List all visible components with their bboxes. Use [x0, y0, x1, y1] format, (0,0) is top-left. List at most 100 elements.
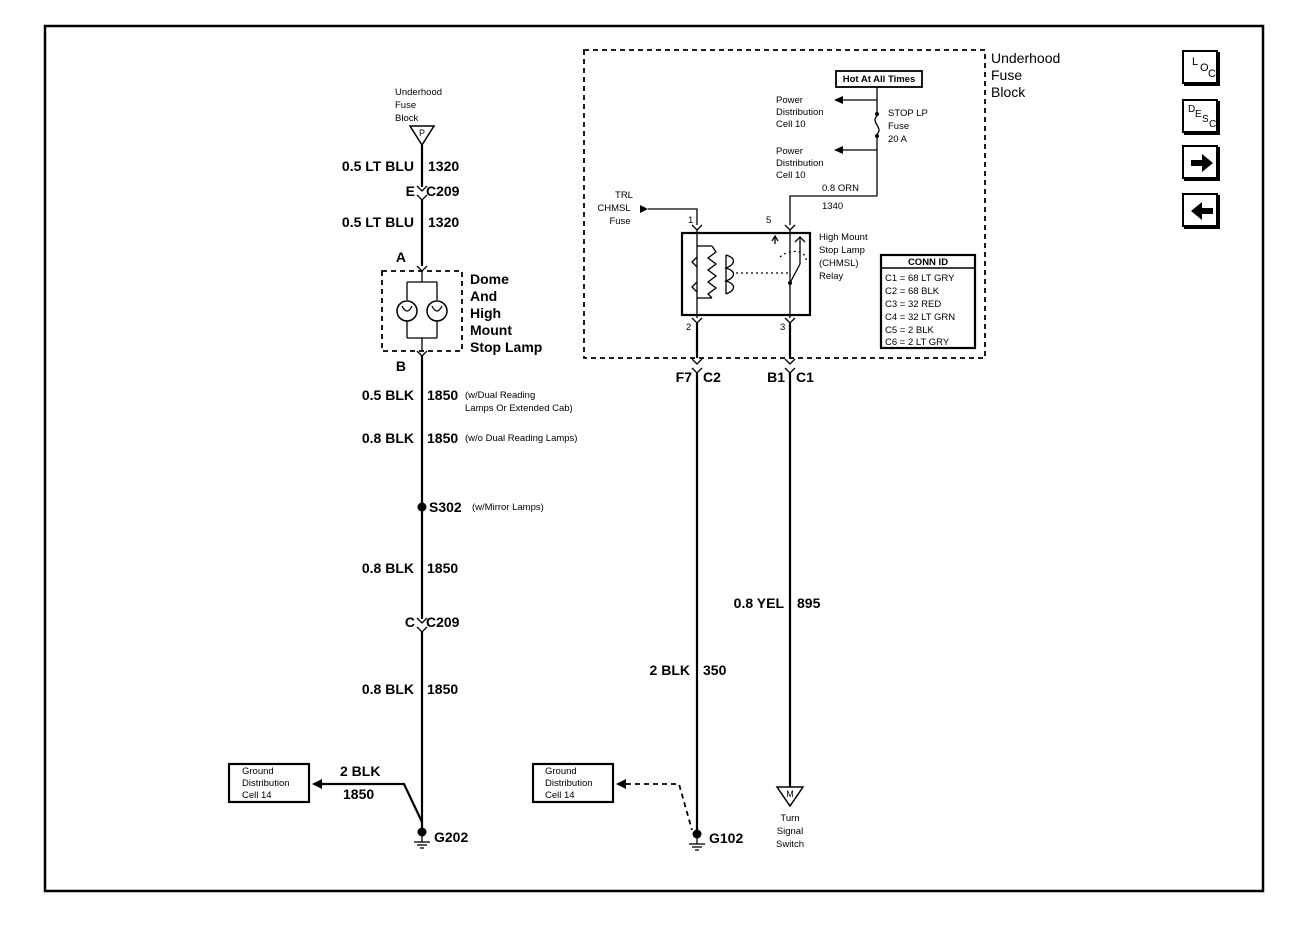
fuse-terminal-top [875, 112, 879, 116]
relay-label-line2: Stop Lamp [819, 245, 865, 256]
bulb-filament-right [431, 305, 443, 312]
ground-label-g102: G102 [709, 830, 743, 846]
diagram-frame [43, 24, 1265, 893]
trl-label-line1: TRL [615, 190, 633, 201]
circuit-number-3: 1850 [427, 387, 458, 403]
fuse-label-line3: 20 A [888, 134, 908, 145]
ground-distribution-box-middle [531, 762, 615, 804]
conn-id-row-6: C6 = 2 LT GRY [885, 337, 950, 348]
fuse-terminal-bottom [875, 134, 879, 138]
relay-wire-circuit: 1340 [822, 201, 843, 212]
conn-id-row-4: C4 = 32 LT GRN [885, 312, 955, 323]
bulb-filament-left [401, 305, 413, 312]
wire-color-1: 0.5 LT BLU [342, 158, 414, 174]
connector-c209-bottom-female [416, 617, 428, 624]
fuse-pin-triangle [408, 125, 436, 147]
lamp-label-line4: Mount [470, 322, 512, 338]
wire-color-6: 0.8 BLK [362, 681, 414, 697]
ground-arrow-left [312, 779, 322, 789]
desc-letter-c: C [1209, 119, 1216, 130]
relay-wire-color: 0.8 ORN [822, 183, 859, 194]
ground-box-middle-line2: Distribution [545, 778, 593, 789]
ground-wire-left [322, 782, 423, 823]
ground-box-middle-line1: Ground [545, 766, 577, 777]
loc-letter-l: L [1192, 56, 1198, 68]
resistor-icon [706, 245, 718, 299]
ground-box-left-line3: Cell 14 [242, 790, 272, 801]
turn-signal-switch-triangle [775, 786, 805, 808]
connector-pin-c: C [405, 614, 415, 630]
connector-c209-bottom-label: C209 [426, 614, 460, 630]
relay-contact-arrow [794, 236, 806, 243]
ground-distribution-box-left [227, 762, 311, 804]
relay-pin-2: 2 [686, 322, 691, 333]
connector-c2-label: C2 [703, 369, 721, 385]
lamp-pin-a: A [396, 249, 406, 265]
fuse-block-title-line1: Underhood [991, 50, 1060, 66]
wire-note-2: (w/o Dual Reading Lamps) [465, 433, 577, 444]
pdc-1-line1: Power [776, 95, 803, 106]
fuse-block-label-line3: Block [395, 113, 418, 124]
circuit-number-895: 895 [797, 595, 821, 611]
forward-button[interactable] [1182, 145, 1218, 179]
wire-color-350: 2 BLK [650, 662, 690, 678]
right-circuit: B1 C1 0.8 YEL 895 M Turn Signal Switch [734, 323, 821, 850]
ground-label-g202: G202 [434, 829, 468, 845]
pdc-1-line3: Cell 10 [776, 119, 806, 130]
relay-pin-3: 3 [780, 322, 785, 333]
relay-pin-1: 1 [688, 215, 693, 226]
arrow-left-icon [1191, 202, 1213, 220]
location-button[interactable]: L O C [1182, 50, 1218, 84]
connector-c209-top-female [416, 185, 428, 192]
circuit-number-5: 1850 [427, 560, 458, 576]
conn-id-row-3: C3 = 32 RED [885, 299, 941, 310]
fuse-pin-label: P [419, 128, 425, 138]
wire-color-3: 0.5 BLK [362, 387, 414, 403]
underhood-fuse-block: Underhood Fuse Block Hot At All Times Po… [583, 49, 1060, 359]
pdc-arrow-2 [834, 146, 843, 154]
connector-c209-top-label: C209 [426, 183, 460, 199]
relay-switch-pivot [788, 281, 792, 285]
relay-mark-arrow [771, 234, 779, 242]
trl-label-line2: CHMSL [597, 203, 630, 214]
switch-label-line3: Switch [776, 839, 804, 850]
lamp-label-line5: Stop Lamp [470, 339, 542, 355]
description-button[interactable]: D E S C [1182, 99, 1218, 133]
relay-pin-5: 5 [766, 215, 771, 226]
trl-label-line3: Fuse [609, 216, 630, 227]
ground-arrow-middle [616, 779, 626, 789]
lamp-label-line1: Dome [470, 271, 509, 287]
splice-note: (w/Mirror Lamps) [472, 502, 544, 513]
left-circuit: Underhood Fuse Block P 0.5 LT BLU 1320 E… [227, 87, 577, 849]
circuit-number-350: 350 [703, 662, 727, 678]
loc-icon: L O C [1192, 56, 1216, 80]
back-button[interactable] [1182, 193, 1218, 227]
arrow-right-icon [1191, 154, 1213, 172]
desc-letter-s: S [1202, 114, 1209, 125]
ground-wire-color: 2 BLK [340, 763, 380, 779]
lamp-label-line2: And [470, 288, 497, 304]
lamp-pin-b: B [396, 358, 406, 374]
fuse-block-dashed-box [583, 49, 986, 359]
conn-id-box [879, 253, 977, 350]
relay-diode-mark-2 [691, 281, 698, 293]
connector-c1-female [784, 358, 796, 365]
conn-id-row-5: C5 = 2 BLK [885, 325, 935, 336]
conn-id-row-2: C2 = 68 BLK [885, 286, 940, 297]
fuse-block-title-line2: Fuse [991, 67, 1022, 83]
ground-wire-circuit: 1850 [343, 786, 374, 802]
wire-color-895: 0.8 YEL [734, 595, 785, 611]
relay-diode-mark-1 [691, 256, 698, 268]
lamp-label-line3: High [470, 305, 501, 321]
wire-color-5: 0.8 BLK [362, 560, 414, 576]
switch-label-line2: Signal [777, 826, 803, 837]
connector-c1-label: C1 [796, 369, 814, 385]
ground-node-g202 [417, 827, 427, 837]
relay-label-line1: High Mount [819, 232, 868, 243]
relay-coil-icon [724, 254, 735, 295]
circuit-number-6: 1850 [427, 681, 458, 697]
pdc-2-line3: Cell 10 [776, 170, 806, 181]
pdc-1-line2: Distribution [776, 107, 824, 118]
desc-letter-e: E [1195, 109, 1202, 120]
connector-c2-male [691, 367, 703, 374]
